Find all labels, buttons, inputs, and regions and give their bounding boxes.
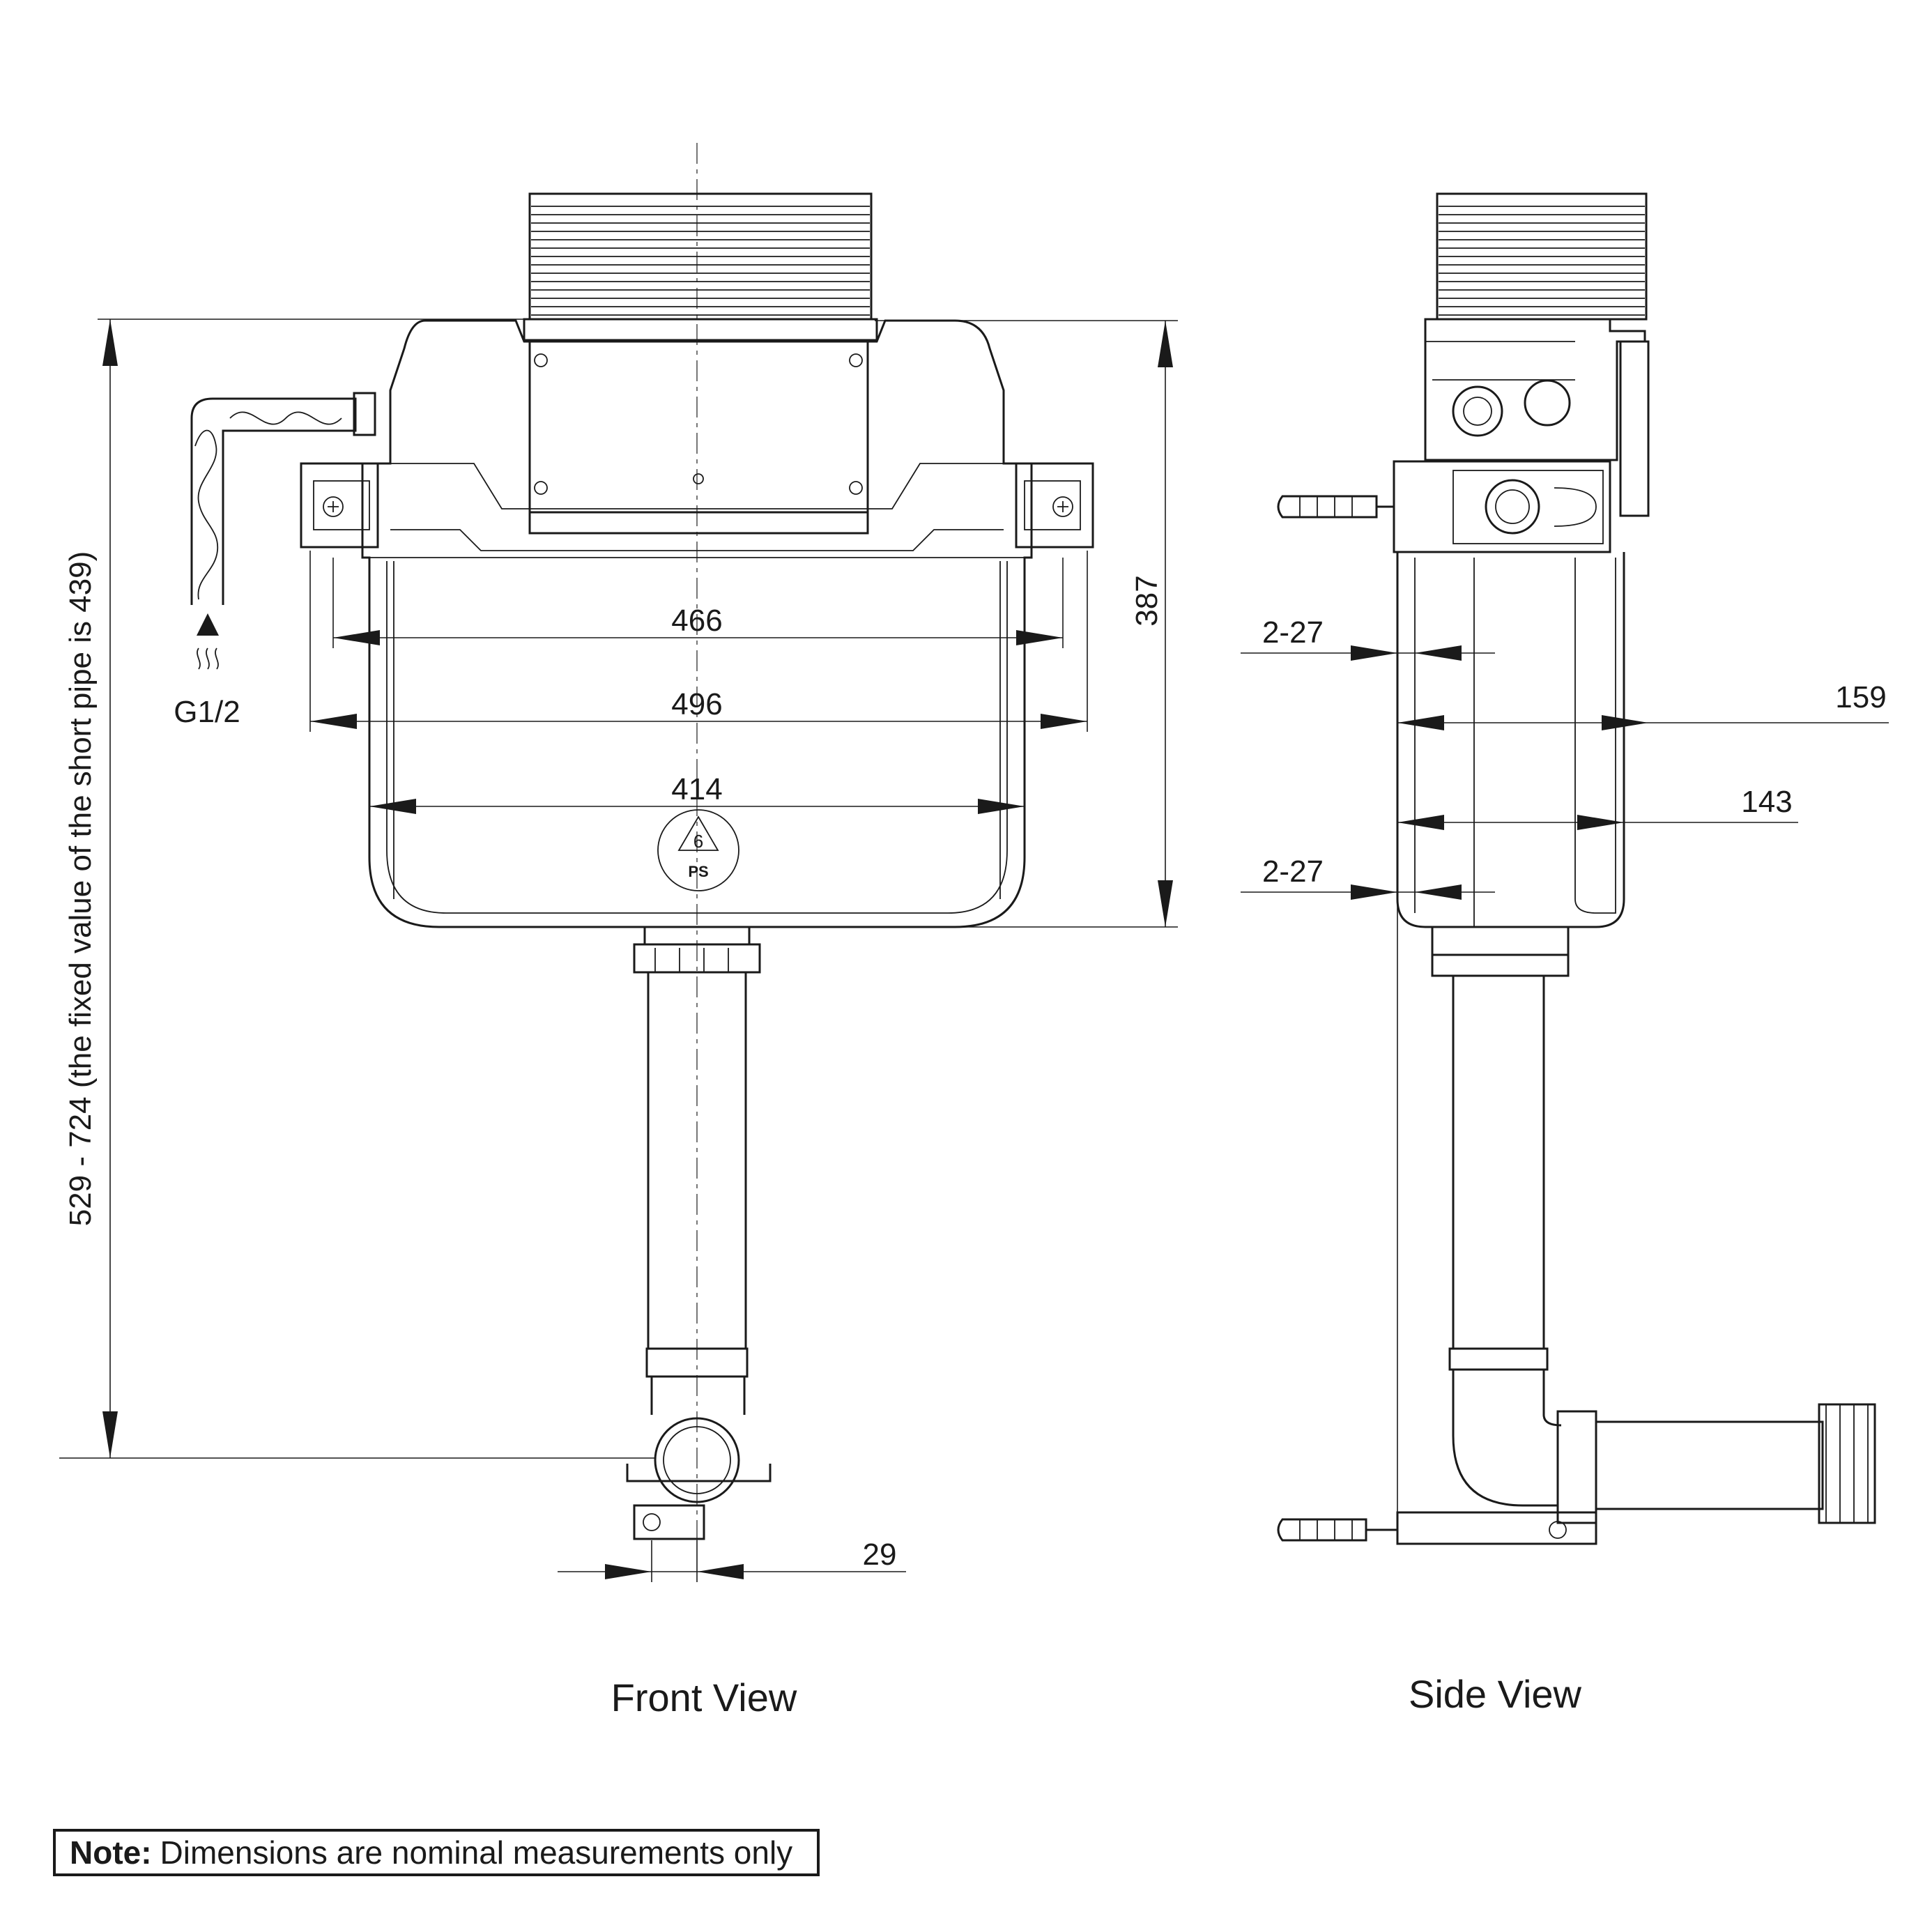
screw-icon [849, 353, 863, 367]
side-top-housing [1424, 318, 1646, 461]
screw-icon [849, 481, 863, 495]
dim-height: 529 - 724 (the fixed value of the short … [59, 319, 655, 1459]
dim-29-label: 29 [863, 1538, 897, 1572]
side-top-anchor [1277, 495, 1394, 519]
dim-496-label: 496 [671, 687, 722, 721]
front-flush-pipe [626, 927, 772, 1540]
side-view: 2-27 159 143 2-27 Side View [1241, 192, 1889, 1716]
dim-height-label: 529 - 724 (the fixed value of the short … [63, 551, 98, 1227]
dim-159-label: 159 [1835, 680, 1886, 714]
dim-466-label: 466 [671, 604, 722, 638]
front-view: 6 PS G1/2 466 496 [59, 143, 1178, 1719]
dim-2-27-bottom-label: 2-27 [1262, 854, 1324, 889]
note-label: Note: [70, 1834, 152, 1871]
recycle-icon: 6 PS [657, 809, 739, 891]
front-inlet-hose [190, 392, 376, 605]
front-view-title: Front View [611, 1676, 797, 1719]
screw-icon [534, 481, 548, 495]
front-left-bracket [300, 462, 379, 549]
dim-143: 143 [1397, 785, 1798, 830]
side-flush-pipe [1431, 927, 1876, 1524]
dim-143-label: 143 [1741, 785, 1792, 819]
recycle-number: 6 [693, 831, 703, 852]
side-bottom-anchor [1277, 1511, 1597, 1545]
dim-29: 29 [558, 1538, 906, 1582]
note-box: Note: Dimensions are nominal measurement… [53, 1829, 820, 1876]
dim-2-27-bottom: 2-27 [1241, 854, 1495, 900]
recycle-code: PS [688, 863, 708, 880]
dim-466: 466 [332, 558, 1064, 648]
dim-159: 159 [1397, 680, 1889, 730]
screw-icon [534, 353, 548, 367]
side-grille [1436, 192, 1648, 321]
side-bracket [1393, 460, 1611, 553]
side-tank-body [1396, 552, 1625, 928]
front-grille [523, 192, 878, 342]
inlet-label: G1/2 [174, 695, 240, 729]
front-right-bracket [1015, 462, 1094, 549]
dim-2-27-top-label: 2-27 [1262, 615, 1324, 650]
dim-387-label: 387 [1130, 575, 1164, 626]
dim-387: 387 [875, 320, 1178, 928]
dim-2-27-top: 2-27 [1241, 615, 1495, 661]
dim-414: 414 [369, 772, 1025, 815]
dim-414-label: 414 [671, 772, 722, 806]
note-text: Dimensions are nominal measurements only [160, 1834, 793, 1871]
front-tank-body [361, 319, 1033, 928]
dim-496: 496 [309, 551, 1088, 732]
front-control-box [528, 340, 869, 535]
side-view-title: Side View [1409, 1672, 1582, 1716]
front-inlet-marker: G1/2 [174, 613, 240, 729]
